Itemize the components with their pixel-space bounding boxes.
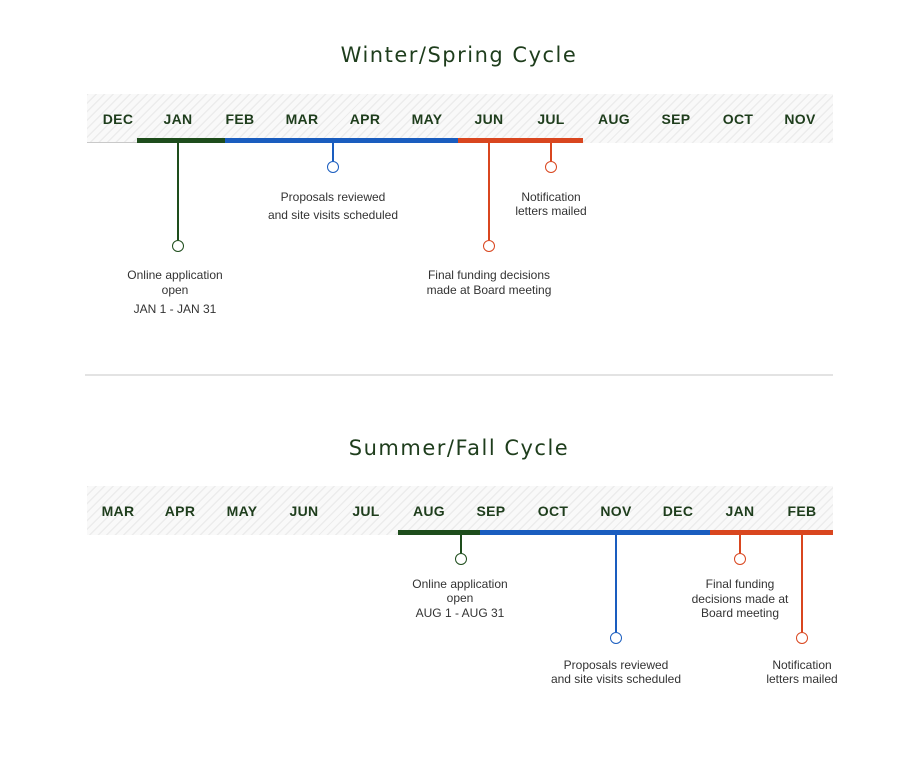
label-line: open bbox=[161, 283, 189, 297]
summer-month: SEP bbox=[476, 503, 506, 519]
winter-month: JAN bbox=[163, 111, 193, 127]
label-line: Final funding bbox=[705, 577, 775, 591]
winter-application-label: Online application open JAN 1 - JAN 31 bbox=[85, 268, 265, 317]
summer-notification-label: Notification letters mailed bbox=[722, 658, 882, 686]
label-line: decisions made at bbox=[691, 591, 789, 606]
winter-month: JUL bbox=[537, 111, 565, 127]
summer-month: DEC bbox=[662, 503, 694, 519]
section-divider bbox=[85, 374, 833, 376]
summer-month: JUN bbox=[289, 503, 319, 519]
summer-application-segment bbox=[398, 530, 480, 535]
summer-month-band bbox=[87, 486, 833, 535]
summer-decision-stem bbox=[739, 535, 741, 553]
winter-application-segment bbox=[137, 138, 225, 143]
summer-month: FEB bbox=[787, 503, 817, 519]
summer-application-marker bbox=[455, 553, 467, 565]
summer-notification-marker bbox=[796, 632, 808, 644]
label-line: Final funding decisions bbox=[427, 268, 551, 282]
label-line: Online application bbox=[127, 268, 223, 282]
label-line: Notification bbox=[521, 190, 581, 204]
label-line: Board meeting bbox=[700, 606, 780, 620]
winter-month: FEB bbox=[225, 111, 255, 127]
label-line: letters mailed bbox=[515, 204, 587, 218]
summer-review-marker bbox=[610, 632, 622, 644]
label-line: Notification bbox=[772, 658, 832, 672]
date-range: JAN 1 - JAN 31 bbox=[133, 302, 217, 316]
summer-application-stem bbox=[460, 535, 462, 553]
summer-decision-label: Final funding decisions made at Board me… bbox=[650, 577, 830, 621]
winter-month: JUN bbox=[474, 111, 504, 127]
summer-month: APR bbox=[164, 503, 196, 519]
summer-review-segment bbox=[480, 530, 710, 535]
label-line: open bbox=[446, 591, 474, 605]
winter-month: DEC bbox=[102, 111, 134, 127]
summer-decision-segment bbox=[710, 530, 833, 535]
label-line: made at Board meeting bbox=[426, 283, 552, 297]
winter-month: AUG bbox=[597, 111, 630, 127]
winter-month: NOV bbox=[784, 111, 816, 127]
summer-review-label: Proposals reviewed and site visits sched… bbox=[526, 658, 706, 686]
summer-decision-marker bbox=[734, 553, 746, 565]
summer-month: MAY bbox=[226, 503, 258, 519]
summer-application-label: Online application open AUG 1 - AUG 31 bbox=[370, 577, 550, 620]
winter-month: OCT bbox=[722, 111, 754, 127]
winter-review-stem bbox=[332, 143, 334, 161]
winter-month: MAY bbox=[411, 111, 443, 127]
label-line: Proposals reviewed bbox=[280, 190, 386, 204]
summer-month: JAN bbox=[725, 503, 755, 519]
winter-application-stem bbox=[177, 143, 179, 240]
winter-decision-label: Final funding decisions made at Board me… bbox=[399, 268, 579, 298]
winter-notification-stem bbox=[550, 143, 552, 161]
winter-month: APR bbox=[349, 111, 381, 127]
winter-review-segment bbox=[225, 138, 458, 143]
winter-decision-marker bbox=[483, 240, 495, 252]
winter-month-band bbox=[87, 94, 833, 143]
winter-decision-segment bbox=[458, 138, 583, 143]
winter-review-marker bbox=[327, 161, 339, 173]
summer-month: AUG bbox=[412, 503, 445, 519]
winter-month: MAR bbox=[285, 111, 319, 127]
winter-notification-marker bbox=[545, 161, 557, 173]
label-line: and site visits scheduled bbox=[267, 208, 399, 222]
winter-month: SEP bbox=[661, 111, 691, 127]
winter-application-marker bbox=[172, 240, 184, 252]
winter-baseline bbox=[87, 142, 137, 143]
summer-month: JUL bbox=[352, 503, 380, 519]
label-line: Online application bbox=[412, 577, 508, 591]
summer-month: NOV bbox=[600, 503, 632, 519]
summer-cycle-title: Summer/Fall Cycle bbox=[348, 436, 570, 460]
label-line: Proposals reviewed bbox=[563, 658, 669, 672]
winter-cycle-title: Winter/Spring Cycle bbox=[340, 43, 578, 67]
label-line: and site visits scheduled bbox=[550, 672, 682, 686]
summer-month: OCT bbox=[537, 503, 569, 519]
summer-month: MAR bbox=[101, 503, 135, 519]
summer-review-stem bbox=[615, 535, 617, 632]
winter-review-label: Proposals reviewed and site visits sched… bbox=[243, 188, 423, 224]
summer-notification-stem bbox=[801, 535, 803, 632]
winter-notification-label: Notification letters mailed bbox=[461, 190, 641, 218]
label-line: letters mailed bbox=[766, 672, 838, 686]
winter-decision-stem bbox=[488, 143, 490, 240]
date-range: AUG 1 - AUG 31 bbox=[415, 606, 505, 620]
